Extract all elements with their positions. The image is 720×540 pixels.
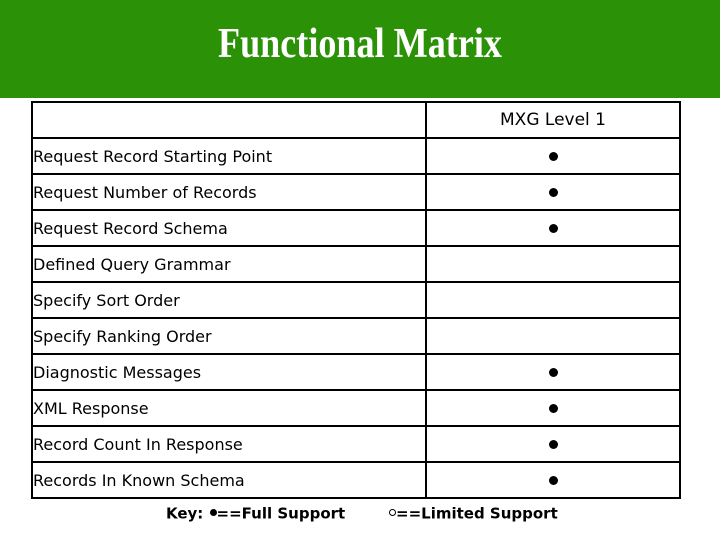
support-level-cell xyxy=(425,209,681,247)
feature-label-cell: Request Number of Records xyxy=(31,173,427,211)
support-level-cell xyxy=(425,353,681,391)
table-row: Specify Ranking Order xyxy=(31,317,681,355)
table-row: Specify Sort Order xyxy=(31,281,681,319)
table-header-row: MXG Level 1 xyxy=(31,101,681,139)
table-row: XML Response xyxy=(31,389,681,427)
feature-label-cell: Request Record Starting Point xyxy=(31,137,427,175)
support-level-cell xyxy=(425,425,681,463)
full-support-dot-icon xyxy=(548,404,558,413)
table-row: Diagnostic Messages xyxy=(31,353,681,391)
table-row: Request Record Starting Point xyxy=(31,137,681,175)
support-level-cell xyxy=(425,281,681,319)
header-cell-blank xyxy=(31,101,427,139)
support-level-cell xyxy=(425,461,681,499)
table-row: Record Count In Response xyxy=(31,425,681,463)
matrix-table: MXG Level 1 Request Record Starting Poin… xyxy=(31,101,681,499)
table-row: Request Record Schema xyxy=(31,209,681,247)
feature-label-cell: Diagnostic Messages xyxy=(31,353,427,391)
full-support-dot-icon xyxy=(548,368,558,377)
feature-label-cell: Request Record Schema xyxy=(31,209,427,247)
legend-full-support: Key: ==Full Support xyxy=(166,503,345,524)
table-row: Request Number of Records xyxy=(31,173,681,211)
full-support-dot-icon xyxy=(548,188,558,197)
feature-label-cell: Defined Query Grammar xyxy=(31,245,427,283)
full-support-dot-icon xyxy=(548,440,558,449)
legend-prefix: Key: xyxy=(166,504,209,523)
feature-label-cell: XML Response xyxy=(31,389,427,427)
feature-label-cell: Specify Ranking Order xyxy=(31,317,427,355)
support-level-cell xyxy=(425,137,681,175)
limited-support-circle-icon xyxy=(389,509,396,516)
support-level-cell xyxy=(425,389,681,427)
functional-matrix: MXG Level 1 Request Record Starting Poin… xyxy=(31,101,681,499)
feature-label-cell: Specify Sort Order xyxy=(31,281,427,319)
full-support-dot-icon xyxy=(548,152,558,161)
support-level-cell xyxy=(425,173,681,211)
feature-label-cell: Record Count In Response xyxy=(31,425,427,463)
table-row: Defined Query Grammar xyxy=(31,245,681,283)
legend-full-label: ==Full Support xyxy=(216,504,346,523)
table-row: Records In Known Schema xyxy=(31,461,681,499)
legend-limited-label: ==Limited Support xyxy=(396,504,558,523)
full-support-dot-icon xyxy=(548,476,558,485)
header-cell-mxg-level-1: MXG Level 1 xyxy=(425,101,681,139)
legend-key: Key: ==Full Support ==Limited Support xyxy=(31,503,679,527)
support-level-cell xyxy=(425,245,681,283)
legend-limited-support: ==Limited Support xyxy=(389,503,558,524)
full-support-dot-icon xyxy=(209,509,217,516)
title-banner: Functional Matrix xyxy=(0,0,720,98)
full-support-dot-icon xyxy=(548,224,558,233)
page-title: Functional Matrix xyxy=(218,21,502,67)
feature-label-cell: Records In Known Schema xyxy=(31,461,427,499)
support-level-cell xyxy=(425,317,681,355)
